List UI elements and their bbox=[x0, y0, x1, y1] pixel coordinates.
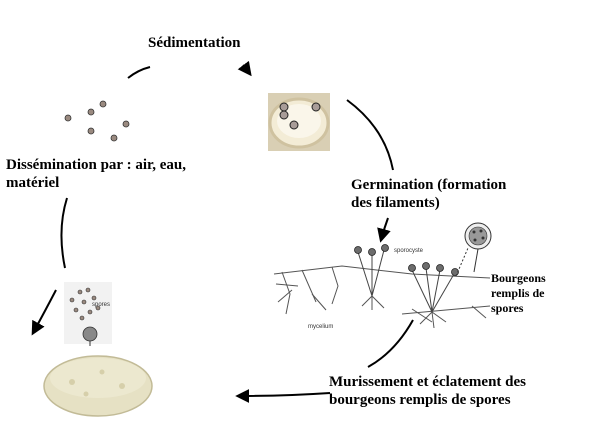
label-murissement-line-1: Murissement et éclatement des bbox=[329, 374, 527, 390]
label-bourgeons-line-2: remplis de bbox=[491, 286, 545, 300]
settled-spore bbox=[289, 120, 299, 130]
hypha bbox=[331, 266, 339, 305]
sporangiophore bbox=[357, 251, 373, 297]
label-dissemination-line-2: matériel bbox=[6, 175, 60, 191]
label-dissemination: Dissémination par : air, eau, matériel bbox=[6, 156, 186, 192]
hypha bbox=[411, 308, 433, 323]
spore bbox=[99, 100, 107, 108]
label-bourgeons: Bourgeons remplis de spores bbox=[491, 271, 546, 316]
hypha bbox=[273, 265, 491, 279]
sporangiophore bbox=[431, 273, 455, 313]
settled-spore bbox=[311, 102, 321, 112]
label-murissement: Murissement et éclatement des bourgeons … bbox=[329, 373, 526, 409]
label-germination-line-2: des filaments) bbox=[351, 195, 440, 211]
label-mycelium: mycelium bbox=[308, 324, 333, 330]
hypha bbox=[311, 293, 327, 311]
label-germination: Germination (formation des filaments) bbox=[351, 176, 506, 212]
sporangiophore bbox=[425, 267, 433, 313]
sedimentation-dish-image bbox=[268, 93, 330, 151]
hypha bbox=[277, 289, 293, 303]
sporangium bbox=[436, 264, 444, 272]
inset-arrow bbox=[455, 247, 469, 277]
label-bourgeons-line-1: Bourgeons bbox=[491, 271, 546, 285]
label-bourgeons-line-3: spores bbox=[491, 301, 524, 315]
hypha bbox=[301, 269, 317, 303]
arrow-dissemination-loop bbox=[60, 197, 68, 269]
label-sedimentation: Sédimentation bbox=[148, 34, 241, 52]
sporangiophore bbox=[411, 269, 433, 313]
hypha bbox=[281, 271, 291, 315]
settled-spore bbox=[279, 110, 289, 120]
arrow-into-sedimentation bbox=[237, 60, 252, 77]
hypha bbox=[471, 305, 487, 319]
arrow-cheese-to-dissemination bbox=[31, 289, 57, 336]
arrow-murissement-to-cheese bbox=[235, 388, 331, 403]
spore bbox=[122, 120, 130, 128]
spore bbox=[64, 114, 72, 122]
hypha bbox=[275, 283, 299, 287]
label-germination-line-1: Germination (formation bbox=[351, 177, 507, 193]
arrow-fungus-to-murissement bbox=[367, 319, 414, 368]
sporangiophore bbox=[431, 269, 441, 313]
label-dissemination-line-1: Dissémination par : air, eau, bbox=[6, 157, 187, 173]
sporangium bbox=[408, 264, 416, 272]
spore bbox=[87, 108, 95, 116]
label-sporocyste: sporocyste bbox=[394, 248, 424, 254]
sporangium bbox=[422, 262, 430, 270]
rhizoid bbox=[419, 311, 447, 329]
sporangium bbox=[354, 246, 362, 254]
mycelium-sporocyst-illustration: sporocyste mycelium bbox=[273, 222, 492, 330]
settled-spore bbox=[279, 102, 289, 112]
sporocyst-inset bbox=[464, 222, 492, 273]
sporangium bbox=[368, 248, 376, 256]
label-sedimentation-text: Sédimentation bbox=[148, 35, 241, 51]
arrow-germination-to-fungus bbox=[377, 217, 391, 243]
sporangiophore bbox=[371, 249, 385, 297]
arrow-sedimentation-to-germination bbox=[346, 99, 394, 171]
hypha bbox=[401, 305, 491, 315]
cheese-spore-release-image: spores bbox=[42, 282, 154, 420]
label-spores: spores bbox=[92, 302, 110, 308]
rhizoid bbox=[361, 295, 385, 310]
arrow-dissemination-to-sedimentation bbox=[127, 66, 151, 79]
spore bbox=[87, 127, 95, 135]
label-murissement-line-2: bourgeons remplis de spores bbox=[329, 392, 511, 408]
sporangium bbox=[381, 244, 389, 252]
spore bbox=[110, 134, 118, 142]
sporangium bbox=[451, 268, 459, 276]
